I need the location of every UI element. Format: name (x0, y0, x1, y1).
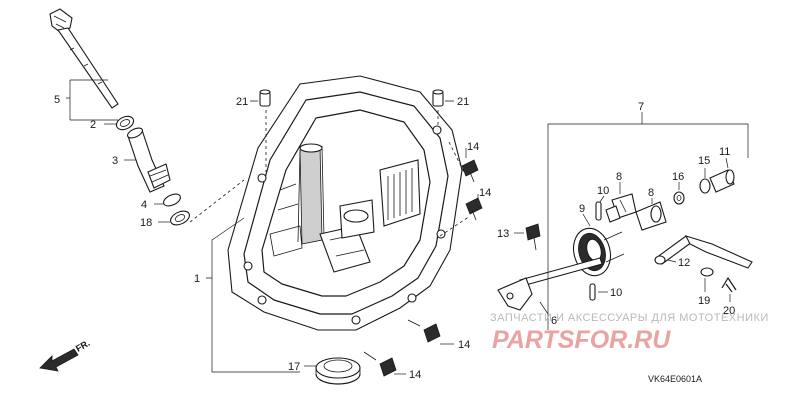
flange-bolt-bottom (363, 351, 397, 377)
callout-labels: 5 2 3 4 18 1 21 21 14 14 14 14 17 7 13 6… (54, 94, 735, 381)
callout-1: 1 (194, 273, 200, 285)
watermark: ЗАПЧАСТИ И АКСЕССУАРЫ ДЛЯ МОТОТЕХНИКИ PA… (490, 312, 769, 354)
callout-14-a: 14 (467, 141, 479, 153)
governor-sleeve (635, 201, 667, 231)
o-ring-small (163, 193, 181, 207)
watermark-logo: PARTSFOR.RU (492, 326, 671, 354)
dowel-pin-left (259, 89, 271, 107)
callout-14-b: 14 (479, 187, 491, 199)
callout-8-upper: 8 (616, 171, 622, 183)
dipstick-blade (57, 27, 119, 109)
callout-6: 6 (551, 315, 557, 327)
callout-21-right: 21 (457, 96, 469, 108)
governor-holder-shaft (709, 169, 735, 193)
governor-shaft (497, 257, 603, 311)
dipstick-assembly (49, 8, 190, 226)
callout-16: 16 (672, 171, 684, 183)
callout-14-c: 14 (458, 339, 470, 351)
callout-5: 5 (54, 94, 60, 106)
callout-12: 12 (678, 257, 690, 269)
watermark-caption: ЗАПЧАСТИ И АКСЕССУАРЫ ДЛЯ МОТОТЕХНИКИ (490, 312, 769, 324)
callout-7: 7 (638, 101, 644, 113)
retaining-clip (721, 277, 737, 293)
governor-arm (654, 235, 753, 269)
callout-9: 9 (579, 203, 585, 215)
callout-8-lower: 8 (648, 187, 654, 199)
arm-washer (700, 267, 714, 277)
callout-13: 13 (497, 228, 509, 240)
callout-21-left: 21 (236, 96, 248, 108)
oil-filler-tube (127, 127, 171, 193)
governor-weight-holder (605, 193, 637, 223)
callout-17: 17 (288, 361, 300, 373)
callout-20: 20 (723, 305, 735, 317)
callout-14-d: 14 (409, 369, 421, 381)
front-direction-arrow: FR. (39, 338, 92, 372)
callout-18: 18 (140, 217, 152, 229)
drawing-code: VK64E0601A (648, 374, 702, 384)
seal-ring (170, 210, 190, 226)
callout-15: 15 (698, 155, 710, 167)
callout-4: 4 (141, 199, 147, 211)
callout-2: 2 (90, 119, 96, 131)
callout-19: 19 (698, 295, 710, 307)
direction-label: FR. (74, 338, 92, 354)
flange-bolt-lower (407, 319, 441, 343)
leader-lines (66, 79, 749, 375)
callout-10-lower: 10 (610, 287, 622, 299)
governor-assembly (497, 169, 753, 311)
dowel-pin-right (432, 89, 444, 107)
thrust-washer (699, 178, 711, 194)
governor-washer (673, 191, 685, 205)
dipstick-cap (49, 8, 73, 33)
callout-10-upper: 10 (597, 185, 609, 197)
governor-pin-upper (595, 201, 602, 221)
callout-11: 11 (719, 146, 730, 158)
flange-bolt-middle (465, 197, 483, 221)
o-ring (115, 115, 135, 131)
governor-pin-lower (589, 283, 596, 301)
arm-bolt (525, 223, 541, 251)
crankcase-cover (189, 75, 471, 331)
oil-seal (315, 357, 361, 385)
callout-3: 3 (112, 155, 118, 167)
flange-bolt-upper (461, 159, 479, 183)
